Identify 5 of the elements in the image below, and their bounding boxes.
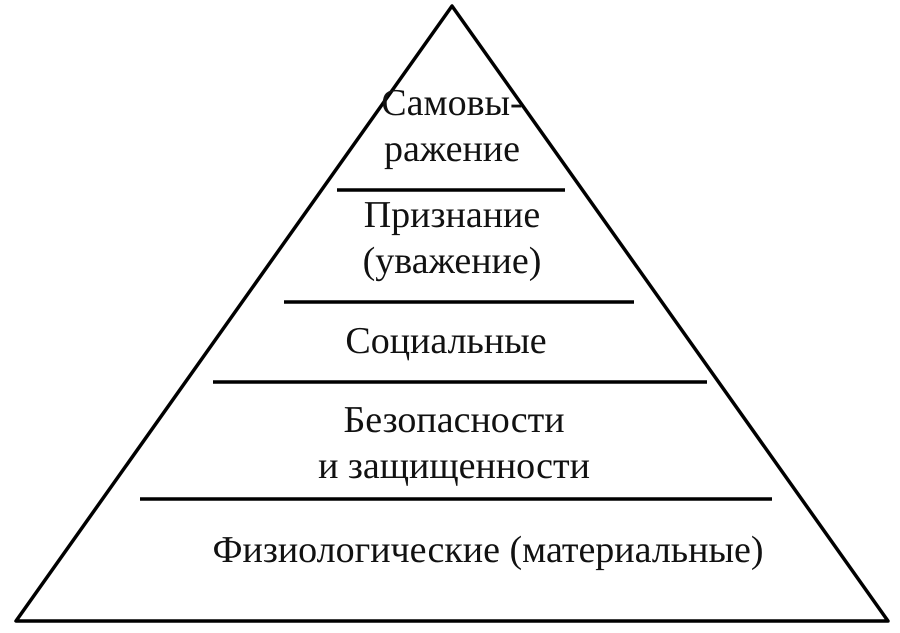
level-label: Физиологические (материальные): [212, 527, 764, 573]
level-label: Социальные: [345, 318, 547, 364]
level-label: Самовы- ражение: [381, 80, 523, 172]
level-label: Признание (уважение): [362, 192, 542, 284]
level-label: Безопасности и защищенности: [318, 397, 590, 489]
